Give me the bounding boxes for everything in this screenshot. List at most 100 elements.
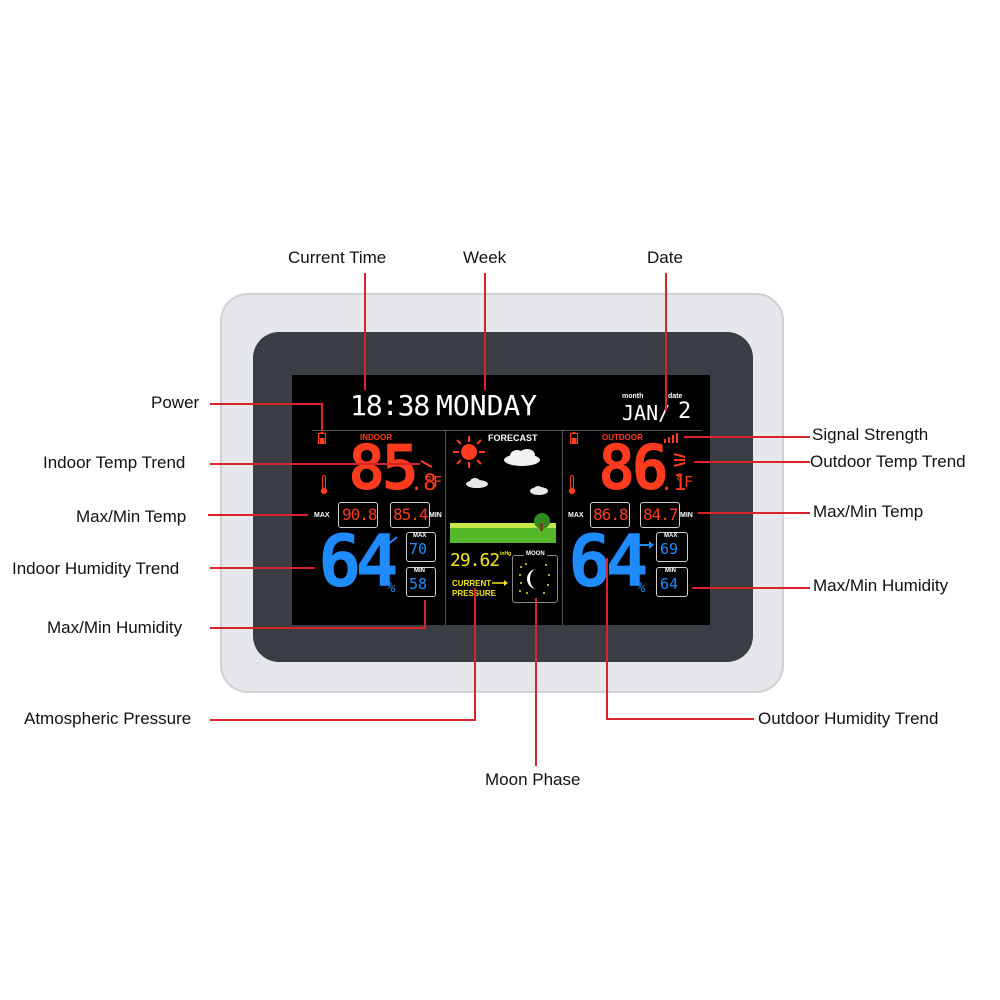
callout-max-min-humidity-left: Max/Min Humidity	[47, 618, 183, 637]
outdoor-temp: 86	[598, 431, 669, 504]
outdoor-temp-min: 84.7	[643, 505, 679, 524]
callout-max-min-temp-right: Max/Min Temp	[813, 502, 924, 521]
current-time: 18:38	[350, 389, 430, 422]
outdoor-humidity-max: 69	[660, 540, 679, 558]
small-cloud-icon	[466, 478, 488, 488]
indoor-label: INDOOR	[360, 433, 392, 442]
callout-current-time: Current Time	[288, 248, 387, 267]
indoor-temp-decimal: .8	[410, 471, 437, 496]
outdoor-temp-decimal: .1	[660, 471, 687, 496]
signal-icon	[664, 433, 678, 443]
leader-max-min-temp-left	[208, 514, 308, 516]
indoor-humidity-min-box	[406, 567, 436, 597]
lcd-screen: 18:38 MONDAY month date JAN/ 2 INDOOR 85…	[292, 375, 710, 625]
leader-power-v	[321, 403, 323, 431]
indoor-temp: 85	[348, 431, 419, 504]
indoor-humidity-min-label: MIN	[414, 568, 425, 574]
day: 2	[678, 399, 692, 424]
outdoor-humidity-min-label: MIN	[665, 568, 676, 574]
pressure-value: 29.62	[450, 550, 500, 571]
indoor-temp-max-box	[338, 502, 378, 528]
indoor-humidity-unit: %	[387, 580, 396, 596]
indoor-humidity-min: 58	[409, 575, 428, 593]
leader-atmospheric-pressure-h	[210, 719, 476, 721]
weekday: MONDAY	[436, 389, 538, 422]
outdoor-humidity: 64	[568, 519, 649, 603]
outdoor-max-label: MAX	[568, 512, 584, 519]
outdoor-humidity-min-box	[656, 567, 688, 597]
indoor-humidity-trend-icon	[386, 536, 398, 546]
leader-indoor-humidity-trend	[210, 567, 315, 569]
cloud-icon	[504, 449, 540, 466]
callout-moon-phase: Moon Phase	[485, 770, 581, 789]
callout-atmospheric-pressure: Atmospheric Pressure	[24, 709, 192, 728]
top-divider	[312, 430, 702, 431]
callout-indoor-humidity-trend: Indoor Humidity Trend	[12, 559, 180, 578]
outdoor-humidity-max-box	[656, 532, 688, 562]
pressure-unit: inHg	[500, 551, 512, 557]
leader-outdoor-temp-trend	[694, 461, 810, 463]
callout-date: Date	[647, 248, 683, 267]
forecast-label: FORECAST	[488, 433, 538, 443]
outdoor-humidity-unit: %	[637, 580, 646, 596]
leader-outdoor-humidity-trend-h	[606, 718, 754, 720]
battery-icon-outdoor	[570, 432, 578, 444]
leader-max-min-humidity-left-h	[210, 627, 426, 629]
leader-power-h	[210, 403, 322, 405]
indoor-temp-unit: °F	[424, 473, 443, 491]
leader-moon-phase	[535, 598, 537, 766]
callout-week: Week	[463, 248, 507, 267]
leader-signal-strength	[684, 436, 810, 438]
leader-outdoor-humidity-trend-v	[606, 558, 608, 720]
thermometer-icon	[320, 475, 328, 495]
indoor-temp-max: 90.8	[342, 505, 378, 524]
indoor-humidity-max: 70	[409, 540, 428, 558]
callout-signal-strength: Signal Strength	[812, 425, 929, 444]
indoor-humidity-max-box	[406, 532, 436, 562]
indoor-max-label: MAX	[314, 512, 330, 519]
thermometer-icon-outdoor	[568, 475, 576, 495]
indoor-humidity-max-label: MAX	[413, 533, 427, 539]
indoor-temp-min: 85.4	[393, 505, 429, 524]
callout-indoor-temp-trend: Indoor Temp Trend	[43, 453, 186, 472]
month-label: month	[622, 393, 644, 400]
battery-icon	[318, 432, 326, 444]
landscape-icon	[450, 513, 556, 543]
indoor-temp-min-box	[390, 502, 430, 528]
outdoor-temp-trend-icon	[673, 453, 686, 467]
outdoor-temp-max: 86.8	[593, 505, 629, 524]
outdoor-humidity-trend-icon	[638, 541, 654, 549]
leader-date	[665, 273, 667, 411]
leader-max-min-humidity-left-v	[424, 600, 426, 629]
callout-outdoor-temp-trend: Outdoor Temp Trend	[810, 452, 966, 471]
leader-max-min-humidity-right	[692, 587, 810, 589]
indoor-temp-trend-icon	[420, 460, 433, 468]
callout-max-min-temp-left: Max/Min Temp	[76, 507, 187, 526]
leader-atmospheric-pressure-v	[474, 588, 476, 721]
outdoor-humidity-min: 64	[660, 575, 679, 593]
outdoor-temp-max-box	[590, 502, 630, 528]
indoor-humidity: 64	[318, 519, 399, 603]
outdoor-label: OUTDOOR	[602, 433, 643, 442]
outdoor-min-label: MIN	[680, 512, 693, 519]
leader-indoor-temp-trend	[210, 463, 420, 465]
callout-max-min-humidity-right: Max/Min Humidity	[813, 576, 949, 595]
moon-icon	[519, 563, 550, 594]
right-divider	[562, 430, 563, 625]
sun-icon	[453, 436, 485, 468]
month: JAN/	[622, 401, 671, 425]
callout-power: Power	[151, 393, 200, 412]
outdoor-temp-min-box	[640, 502, 680, 528]
leader-current-time	[364, 273, 366, 390]
small-cloud-icon-2	[530, 486, 548, 495]
leader-max-min-temp-right	[698, 512, 810, 514]
leader-week	[484, 273, 486, 390]
moon-label: MOON	[524, 551, 547, 557]
left-divider	[445, 430, 446, 625]
indoor-min-label: MIN	[429, 512, 442, 519]
date-label: date	[668, 393, 683, 400]
pressure-trend-icon	[492, 580, 508, 586]
outdoor-humidity-max-label: MAX	[664, 533, 678, 539]
pressure-label-1: CURRENT	[452, 579, 492, 588]
callout-outdoor-humidity-trend: Outdoor Humidity Trend	[758, 709, 939, 728]
